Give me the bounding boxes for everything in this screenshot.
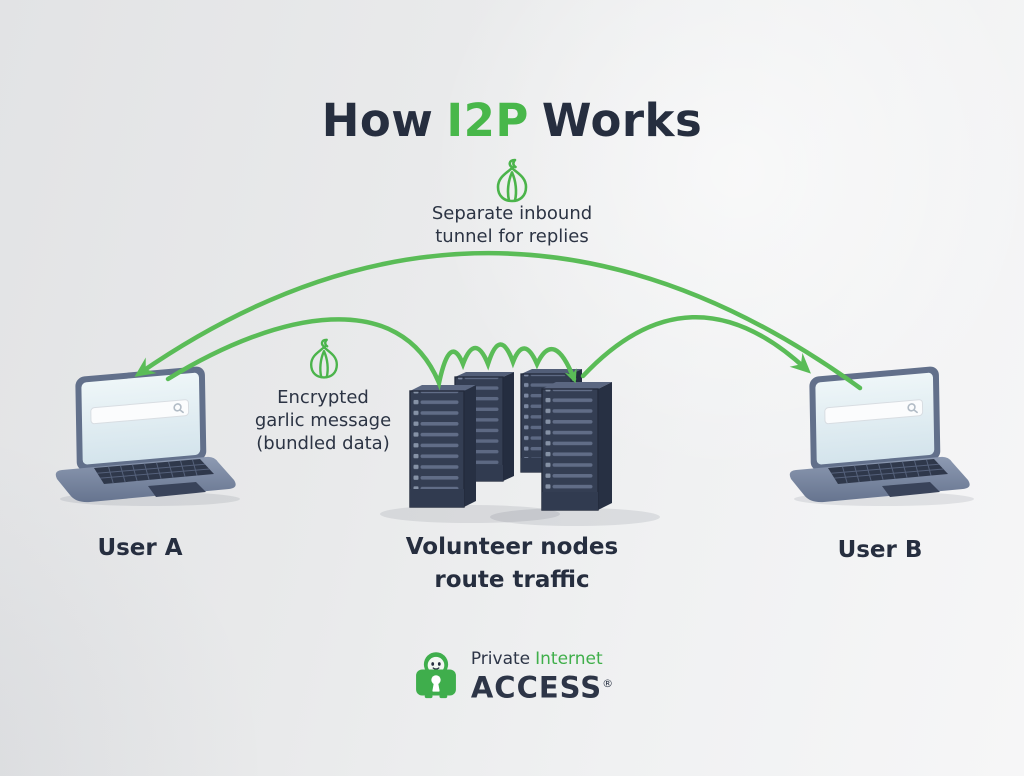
title-part2: Works <box>541 94 703 148</box>
annotation-line: (bundled data) <box>256 433 390 454</box>
brand-logo: Private Internet ACCESS® <box>0 643 1024 703</box>
server-tower <box>409 385 476 508</box>
node-hop-arrow <box>580 314 811 379</box>
garlic-icon <box>488 158 536 206</box>
annotation-line: Encrypted <box>277 387 369 408</box>
outbound-tunnel-arrow <box>165 317 577 391</box>
volunteer-nodes-label: Volunteer nodes route traffic <box>312 531 712 597</box>
reply-tunnel-annotation: Separate inbound tunnel for replies <box>0 202 1024 248</box>
brand-word-access: ACCESS <box>470 670 603 705</box>
inbound-tunnel-arrow <box>134 250 863 391</box>
tunnel-arrows <box>134 250 863 391</box>
user-a-label: User A <box>97 535 183 561</box>
garlic-icon <box>302 338 346 382</box>
label-line: route traffic <box>434 567 590 593</box>
volunteer-server-cluster <box>380 369 660 526</box>
label-line: Volunteer nodes <box>405 534 619 560</box>
title-highlight-i2p: I2P <box>446 94 529 148</box>
server-tower <box>541 382 612 511</box>
garlic-message-annotation: Encrypted garlic message (bundled data) <box>192 386 454 455</box>
user-b-label: User B <box>837 537 923 563</box>
annotation-line: Separate inbound <box>431 203 593 224</box>
brand-word-private: Private <box>470 649 531 669</box>
pia-padlock-mascot-icon <box>415 652 456 699</box>
server-tower <box>454 372 514 482</box>
registered-mark: ® <box>602 677 615 690</box>
title-part1: How <box>321 94 434 148</box>
annotation-line: garlic message <box>254 410 392 431</box>
brand-wordmark: Private Internet ACCESS® <box>471 643 614 703</box>
annotation-line: tunnel for replies <box>435 226 589 247</box>
brand-word-internet: Internet <box>535 649 603 669</box>
